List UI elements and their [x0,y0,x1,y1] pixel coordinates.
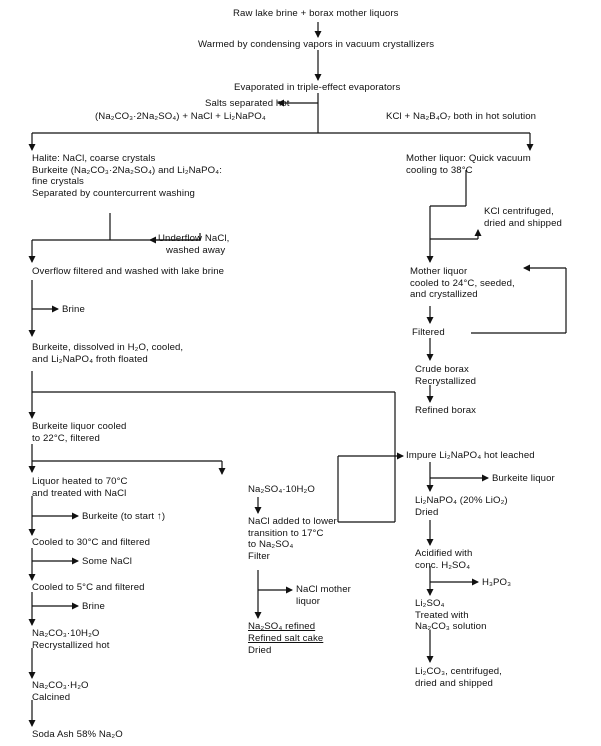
node-crude-borax: Crude borax Recrystallized [415,364,477,387]
node-acidified: Acidified with conc. H₂SO₄ [415,548,473,571]
node-li2napo4-dried: Li₂NaPO₄ (20% LiO₂) Dried [415,495,508,518]
node-liquor-heated: Liquor heated to 70°C and treated with N… [32,476,128,499]
node-overflow: Overflow filtered and washed with lake b… [32,266,225,277]
node-underflow-nacl: Underflow NaCl, washed away [158,233,230,256]
node-some-nacl: Some NaCl [82,556,132,567]
node-salts-formula: (Na₂CO₃·2Na₂SO₄) + NaCl + Li₂NaPO₄ [95,111,266,122]
node-evaporated: Evaporated in triple-effect evaporators [234,82,401,93]
node-nacl-added: NaCl added to lower transition to 17°C t… [248,516,337,562]
node-li2so4: Li₂SO₄ Treated with Na₂CO₃ solution [415,598,487,632]
node-nacl-mother-liquor: NaCl mother liquor [296,584,351,607]
node-refined-borax: Refined borax [415,405,477,416]
node-refined-salt-cake: Refined salt cake Dried [248,633,324,656]
node-kcl-hot-solution: KCl + Na₂B₄O₇ both in hot solution [386,111,537,122]
node-na2co3-10h2o: Na₂CO₃·10H₂O Recrystallized hot [32,628,110,651]
node-filtered: Filtered [412,327,445,338]
node-impure-li2napo4: Impure Li₂NaPO₄ hot leached [406,450,535,461]
node-mother-liquor-quick: Mother liquor: Quick vacuum cooling to 3… [406,153,531,176]
node-burkeite-liquor-cooled: Burkeite liquor cooled to 22°C, filtered [32,421,127,444]
node-cooled-30: Cooled to 30°C and filtered [32,537,151,548]
node-na2so4-10h2o: Na₂SO₄·10H₂O [248,484,315,495]
node-burkeite-dissolved: Burkeite, dissolved in H₂O, cooled, and … [32,342,184,365]
node-salts-separated: Salts separated hot [205,98,290,109]
node-burkeite-to-start: Burkeite (to start ↑) [82,511,166,522]
node-mother-liquor-24: Mother liquor cooled to 24°C, seeded, an… [410,266,515,300]
node-soda-ash: Soda Ash 58% Na₂O [32,729,123,740]
node-kcl-centrifuged: KCl centrifuged, dried and shipped [484,206,562,229]
node-brine-2: Brine [82,601,105,612]
node-na2so4-refined: Na₂SO₄ refined [248,621,316,632]
node-cooled-5: Cooled to 5°C and filtered [32,582,145,593]
node-halite: Halite: NaCl, coarse crystals Burkeite (… [32,153,222,199]
node-warmed: Warmed by condensing vapors in vacuum cr… [198,39,435,50]
node-h3po3: H₃PO₃ [482,577,512,588]
node-burkeite-liquor-2: Burkeite liquor [492,473,555,484]
node-li2co3: Li₂CO₃, centrifuged, dried and shipped [415,666,502,689]
node-brine-1: Brine [62,304,85,315]
node-na2co3-h2o: Na₂CO₃·H₂O Calcined [32,680,89,703]
node-raw-lake-brine: Raw lake brine + borax mother liquors [233,8,399,19]
